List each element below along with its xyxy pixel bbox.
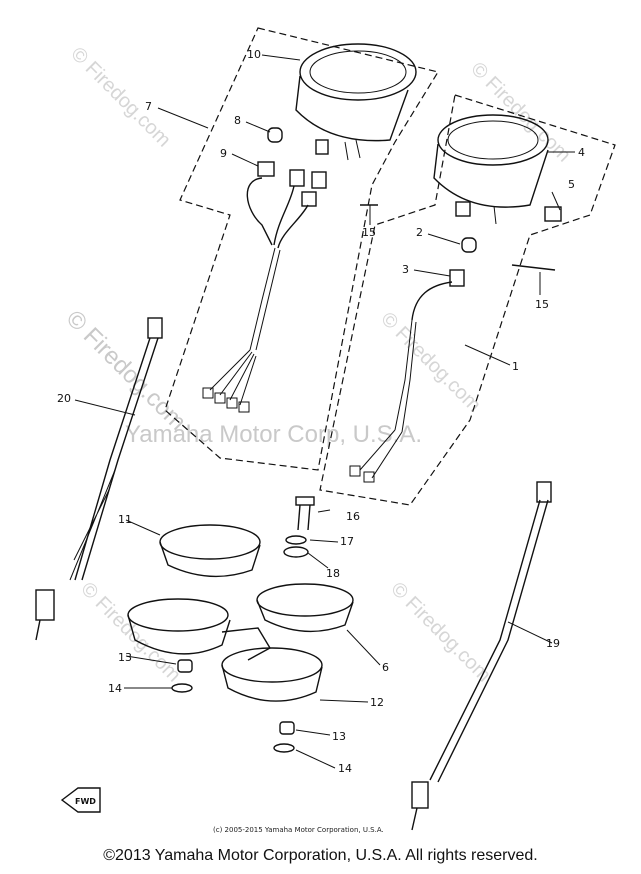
screw-15-right <box>511 264 556 271</box>
mount-bolt <box>283 496 315 558</box>
tach-cable <box>35 317 163 641</box>
label-part-8: 8 <box>234 114 241 127</box>
label-part-6: 6 <box>382 661 389 674</box>
label-part-1: 1 <box>512 360 519 373</box>
label-part-17: 17 <box>340 535 354 548</box>
label-part-14-right: 14 <box>338 762 352 775</box>
label-part-4: 4 <box>578 146 585 159</box>
washer-14-left <box>171 683 193 693</box>
label-part-5: 5 <box>568 178 575 191</box>
label-part-13-left: 13 <box>118 651 132 664</box>
grommet-13-left <box>177 659 193 673</box>
watermark-top-left: © Firedog.com <box>66 43 175 152</box>
watermark-center: Yamaha Motor Corp, U.S.A. <box>125 421 422 448</box>
washer-14-right <box>273 743 295 753</box>
label-part-3: 3 <box>402 263 409 276</box>
label-part-9: 9 <box>220 147 227 160</box>
forward-arrow-label: FWD <box>75 797 96 806</box>
footer-copyright: ©2013 Yamaha Motor Corporation, U.S.A. A… <box>103 847 538 864</box>
speedo-cable <box>411 481 552 831</box>
watermark-mid-left: © Firedog.com <box>61 305 192 436</box>
label-part-12: 12 <box>370 696 384 709</box>
label-part-15-right: 15 <box>535 298 549 311</box>
label-part-2: 2 <box>416 226 423 239</box>
watermark-top-right: © Firedog.com <box>466 58 575 167</box>
label-part-13-right: 13 <box>332 730 346 743</box>
label-part-16: 16 <box>346 510 360 523</box>
speedo-bulb-harness <box>349 237 477 483</box>
label-part-7: 7 <box>145 100 152 113</box>
meter-cases <box>127 524 354 702</box>
watermark-low-right: © Firedog.com <box>386 578 495 687</box>
small-copyright: (c) 2005-2015 Yamaha Motor Corporation, … <box>213 826 384 834</box>
grommet-13-right <box>279 721 295 735</box>
part-labels: 10 7 8 9 15 4 5 2 3 15 1 20 11 16 17 18 … <box>57 48 585 775</box>
label-part-19: 19 <box>546 637 560 650</box>
label-part-20: 20 <box>57 392 71 405</box>
tach-bulbs <box>257 127 327 207</box>
leader-lines <box>74 54 575 769</box>
speedometer <box>433 114 562 225</box>
tachometer <box>295 43 417 161</box>
label-part-15-left: 15 <box>362 226 376 239</box>
watermark-mid-right: © Firedog.com <box>376 308 485 417</box>
watermark-low-left: © Firedog.com <box>76 578 185 687</box>
tach-wire-harness <box>202 177 309 413</box>
label-part-10: 10 <box>247 48 261 61</box>
speedometer-assembly-box <box>319 94 616 506</box>
label-part-11: 11 <box>118 513 132 526</box>
label-part-18: 18 <box>326 567 340 580</box>
forward-arrow-icon: FWD <box>60 787 101 813</box>
label-part-14-left: 14 <box>108 682 122 695</box>
tachometer-assembly-box <box>164 27 439 471</box>
